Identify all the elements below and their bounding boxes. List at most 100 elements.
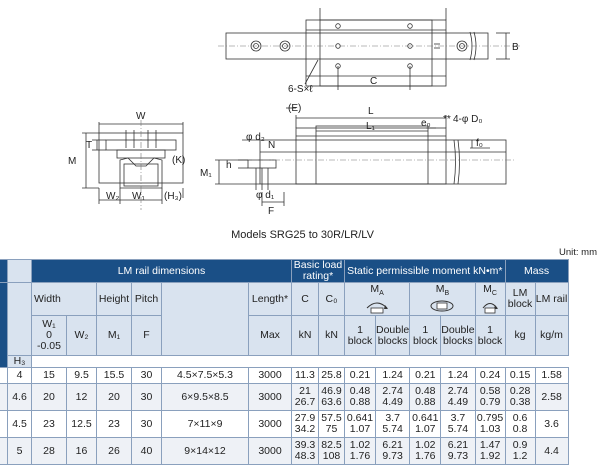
cell-value: 0.28	[509, 385, 531, 398]
cell-value: 27.9	[294, 412, 316, 425]
header-ma: MA	[343, 282, 411, 317]
cell-value: 1.07	[415, 423, 436, 436]
cell-m1: 23	[96, 410, 132, 439]
dim-label-e: (E)	[288, 103, 301, 114]
cell-value: 57.5	[321, 412, 342, 425]
header-h3: H₃	[7, 356, 32, 369]
unit-label: Unit: mm	[559, 247, 597, 258]
dim-label-l1: L₁	[366, 121, 376, 132]
cell-dims: 7×11×9	[161, 410, 249, 439]
cell-dims: 4.5×7.5×5.3	[161, 367, 249, 385]
cell-value: 1.02	[349, 439, 371, 452]
cell-rail: 3.6	[534, 410, 569, 439]
cell-value: 9.73	[447, 450, 469, 463]
header-kn-c0: kN	[318, 315, 345, 357]
header-kn-c: kN	[291, 315, 319, 357]
cell-value: 3.7	[385, 412, 400, 425]
cell-value: 6.21	[447, 439, 469, 452]
row-marker	[0, 367, 8, 385]
cell-value: 39.3	[294, 439, 316, 452]
cell-value: 2.74	[382, 385, 403, 398]
header-blank	[0, 258, 8, 284]
dim-label-h: h	[226, 160, 232, 171]
cell-value: 1.92	[479, 450, 501, 463]
header-lm-rail: LM rail dimensions	[31, 258, 292, 284]
cell-mc: 0.24	[474, 367, 506, 385]
dim-label-f: F	[268, 206, 274, 217]
cell-value: 0.9	[512, 439, 528, 452]
header-length: Length*	[248, 282, 292, 317]
cell-value: 0.795	[476, 412, 504, 425]
dim-label-f0: f₀	[476, 138, 483, 149]
cell-rail: 2.58	[534, 383, 569, 412]
dim-label-b: B	[512, 42, 519, 53]
cell-value: 48.3	[294, 450, 316, 463]
header-width: Width	[31, 282, 97, 317]
models-caption: Models SRG25 to 30R/LR/LV	[231, 229, 374, 241]
dim-label-d2: φ d₂	[246, 132, 265, 143]
header-blank-2	[0, 282, 8, 369]
header-mb: MB	[409, 282, 476, 317]
top-view-drawing	[225, 8, 510, 90]
dim-label-e0: e₀	[421, 118, 431, 129]
dim-label-d0: 4-φ D₀	[453, 114, 483, 125]
mb-label: MB	[435, 283, 450, 298]
cell-value: 1.2	[512, 450, 528, 463]
cell-value: 1.24	[382, 369, 403, 382]
cell-c0: 25.8	[318, 367, 345, 385]
moment-c-icon	[482, 302, 499, 314]
header-kg: kg	[504, 315, 536, 357]
header-pitch: Pitch	[131, 282, 162, 317]
cell-value: 0.48	[415, 385, 436, 398]
cell-h3: 4.5	[7, 410, 32, 439]
cell-f: 40	[131, 437, 162, 465]
cell-rail: 4.4	[534, 437, 569, 465]
header-lm-rail-mass: LM rail	[534, 282, 569, 317]
row-marker	[0, 410, 8, 439]
dim-label-m: M	[68, 156, 76, 167]
cell-value: 1.03	[479, 423, 501, 436]
cell-m1: 20	[96, 383, 132, 412]
cell-value: 46.9	[321, 385, 342, 398]
cell-m1: 15.5	[96, 367, 132, 385]
header-blank-h3-2	[7, 282, 32, 357]
cell-w2: 12.5	[66, 410, 97, 439]
dim-label-star: **	[443, 114, 451, 125]
dim-label-h3: (H₃)	[164, 191, 182, 202]
engineering-drawings: B 6-S×ℓ C W T M (K) W₂ W₁ (H₃) (E) L L₁ …	[68, 8, 520, 217]
header-spacer	[32, 356, 569, 368]
moment-b-icon	[430, 300, 454, 312]
header-row-2: Width Height Pitch Length* C C₀ MA MB MC	[0, 282, 569, 369]
header-m1: M₁	[96, 315, 132, 357]
dim-label-k: (K)	[172, 155, 185, 166]
cell-value: 82.5	[321, 439, 342, 452]
cell-dims: 6×9.5×8.5	[161, 383, 249, 412]
cell-max: 3000	[248, 437, 292, 465]
cell-max: 3000	[248, 367, 292, 385]
cell-value: 25.8	[321, 369, 342, 382]
header-w2: W₂	[66, 315, 97, 357]
header-mc: MC	[474, 282, 506, 317]
header-kgm: kg/m	[534, 315, 569, 357]
header-max: Max	[248, 315, 292, 357]
cell-value: 4.49	[382, 396, 403, 409]
